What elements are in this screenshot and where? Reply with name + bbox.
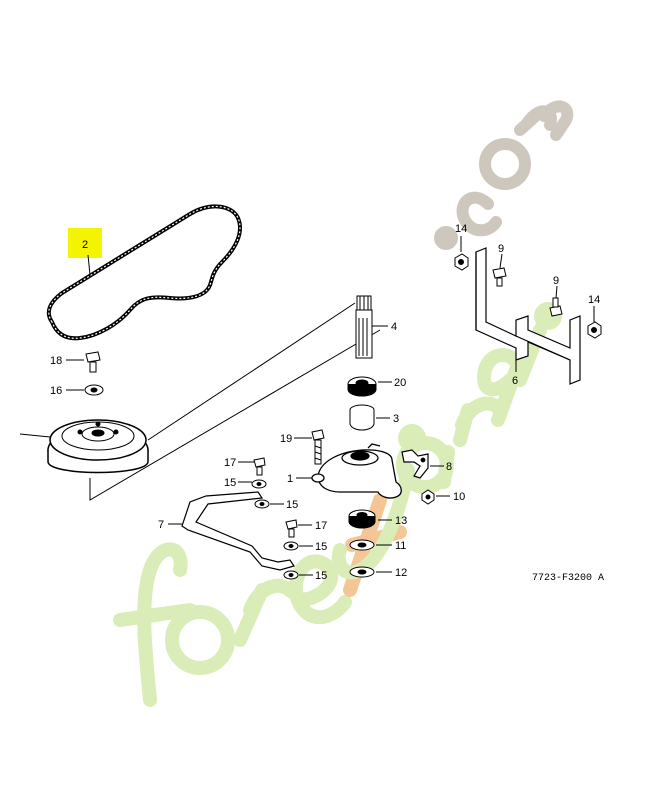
callout-7: 7 <box>158 519 164 531</box>
callout-8: 8 <box>446 461 452 473</box>
watermark-dotcom <box>434 100 574 250</box>
v-belt <box>46 204 242 341</box>
callout-17-lower: 17 <box>315 520 327 532</box>
callout-15-b: 15 <box>286 499 298 511</box>
callout-14-left: 14 <box>455 223 467 235</box>
bolt-17-lower <box>285 519 298 538</box>
callout-10: 10 <box>453 491 465 503</box>
callout-17-upper: 17 <box>224 457 236 469</box>
washer-16 <box>84 384 104 396</box>
callout-6: 6 <box>512 375 518 387</box>
bolt-17-upper <box>253 457 266 476</box>
nut-14-right <box>587 321 602 339</box>
washer-15-d <box>283 570 299 580</box>
bolt-9-left <box>492 267 507 287</box>
nut-14-left <box>454 253 469 271</box>
callout-19: 19 <box>280 433 292 445</box>
callout-14-right: 14 <box>588 294 600 306</box>
callout-15-a: 15 <box>224 477 236 489</box>
shaft-4 <box>355 295 373 359</box>
callout-13: 13 <box>395 515 407 527</box>
highlight-box <box>68 228 102 258</box>
callout-labels: 2 18 16 14 9 9 14 6 4 20 3 19 17 15 1 8 … <box>50 223 600 582</box>
idler-arm-1 <box>311 443 402 499</box>
watermark <box>113 100 574 707</box>
washer-15-c <box>283 541 299 551</box>
bearing-20 <box>347 376 377 397</box>
callout-15-d: 15 <box>315 570 327 582</box>
bolt-9-right <box>549 297 563 317</box>
bracket-8 <box>401 449 429 479</box>
frame-lines <box>89 302 381 501</box>
drawing-code: 7723-F3200 A <box>532 573 604 584</box>
watermark-letters-green <box>113 542 352 707</box>
washer-15-b <box>254 499 270 509</box>
callout-12: 12 <box>395 567 407 579</box>
washer-15-a <box>251 479 267 489</box>
nut-10 <box>421 489 435 505</box>
leader-line <box>87 254 91 276</box>
callout-2: 2 <box>82 239 88 251</box>
callout-9-left: 9 <box>498 243 504 255</box>
bolt-19 <box>311 429 325 465</box>
callout-1: 1 <box>287 473 293 485</box>
callout-20: 20 <box>394 377 406 389</box>
pulley <box>47 419 149 474</box>
callout-3: 3 <box>393 413 399 425</box>
callout-11: 11 <box>395 540 406 552</box>
callout-16: 16 <box>50 385 62 397</box>
bearing-13 <box>348 509 376 529</box>
callout-15-c: 15 <box>315 541 327 553</box>
spacer-3 <box>349 404 375 431</box>
rod-7 <box>181 491 295 571</box>
callout-9-right: 9 <box>553 275 559 287</box>
washer-11 <box>349 539 375 551</box>
bolt-18 <box>85 351 101 373</box>
callout-18: 18 <box>50 355 62 367</box>
callout-4: 4 <box>391 321 397 333</box>
washer-12 <box>349 566 375 578</box>
